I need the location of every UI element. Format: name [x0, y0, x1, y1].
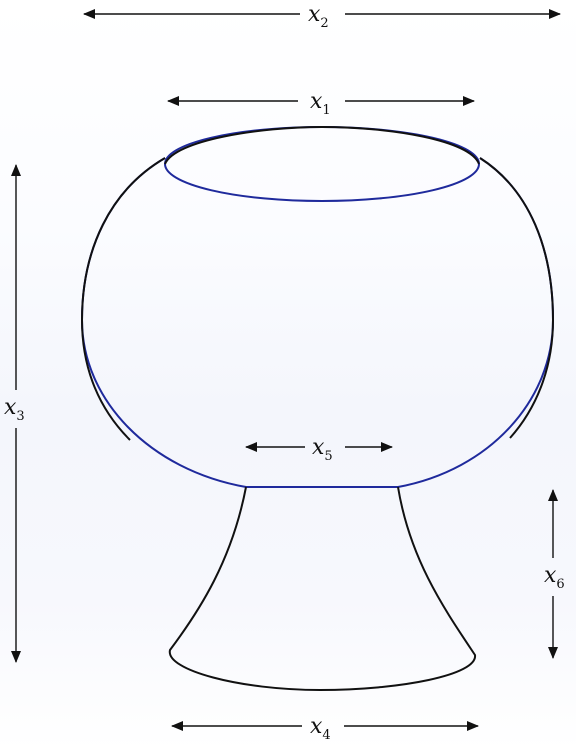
dim-x1-label: x1: [310, 89, 331, 118]
bowl-body-outline-dark: [80, 157, 166, 441]
stem-outline: [168, 486, 476, 692]
dim-x4-label: x4: [310, 714, 331, 743]
dim-x3-label: x3: [4, 395, 25, 424]
dim-x6-label: x6: [544, 563, 565, 592]
dim-x2-label: x2: [308, 2, 329, 31]
bowl-body-outline-dark-right: [479, 157, 555, 439]
dim-x5-label: x5: [312, 435, 333, 464]
bowl-rim-front-dark: [164, 125, 480, 165]
